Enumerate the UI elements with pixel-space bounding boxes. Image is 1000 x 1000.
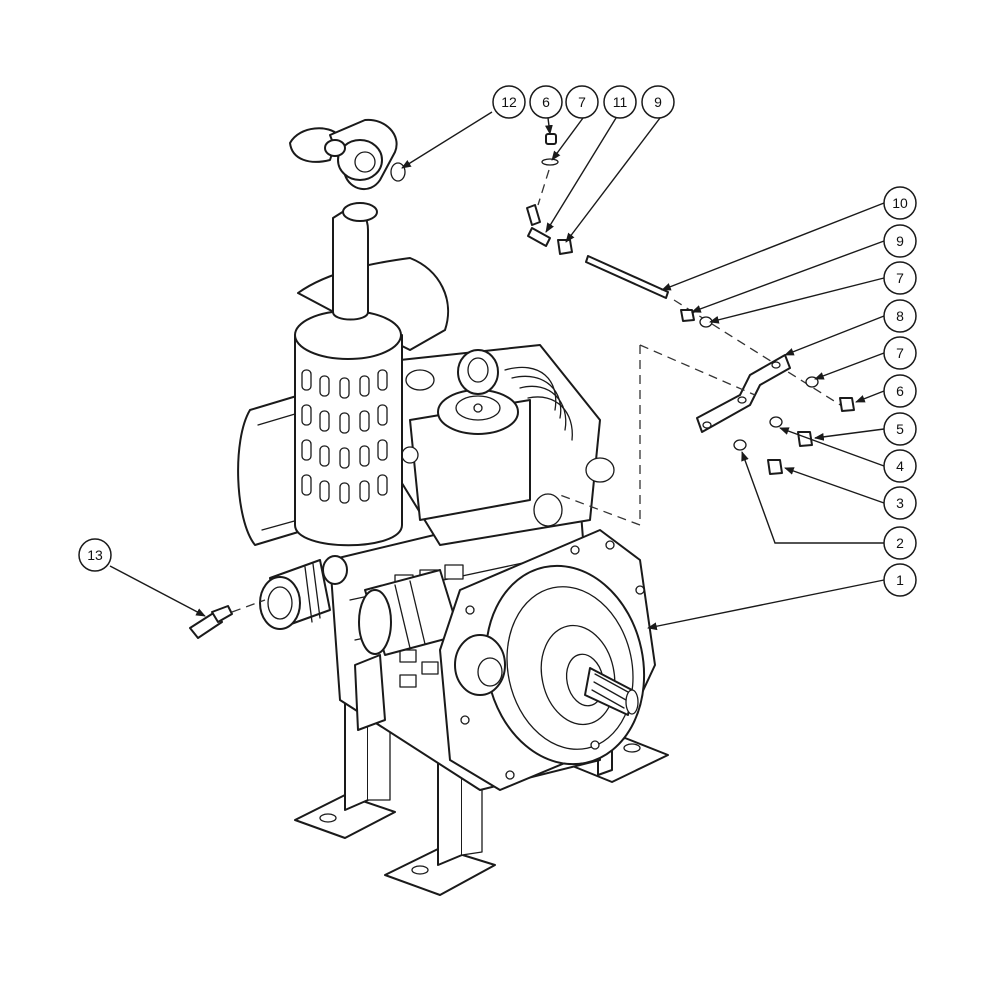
svg-text:7: 7 xyxy=(896,270,904,286)
sensor-sender xyxy=(189,599,266,639)
svg-text:5: 5 xyxy=(896,421,904,437)
svg-text:9: 9 xyxy=(896,233,904,249)
callout-12: 12 xyxy=(492,85,526,119)
callout-5: 5 xyxy=(883,412,917,446)
oil-filter xyxy=(259,555,348,630)
flywheel-housing xyxy=(439,529,656,791)
callout-11: 11 xyxy=(603,85,637,119)
bracket-fasteners xyxy=(733,416,813,475)
muffler-slots xyxy=(301,369,388,504)
cylinder-head xyxy=(399,344,615,546)
svg-text:12: 12 xyxy=(501,94,517,110)
callout-6-top: 6 xyxy=(529,85,563,119)
callout-9-right: 9 xyxy=(883,224,917,258)
callout-6-right: 6 xyxy=(883,374,917,408)
callout-3: 3 xyxy=(883,486,917,520)
svg-text:7: 7 xyxy=(896,345,904,361)
svg-text:2: 2 xyxy=(896,535,904,551)
callout-7-upper: 7 xyxy=(883,261,917,295)
fuel-fitting-parts xyxy=(526,133,573,255)
air-intake-assembly xyxy=(289,118,406,190)
svg-text:11: 11 xyxy=(613,94,628,110)
svg-text:8: 8 xyxy=(896,308,904,324)
svg-text:9: 9 xyxy=(654,94,662,110)
svg-text:13: 13 xyxy=(87,547,103,563)
bracket xyxy=(559,344,791,526)
callout-9-top: 9 xyxy=(641,85,675,119)
svg-text:4: 4 xyxy=(896,458,904,474)
callout-2: 2 xyxy=(883,526,917,560)
leader-lines xyxy=(109,111,885,631)
callout-1: 1 xyxy=(883,563,917,597)
svg-text:7: 7 xyxy=(578,94,586,110)
callout-13: 13 xyxy=(78,538,112,572)
rod-hardware xyxy=(585,255,855,412)
callout-8: 8 xyxy=(883,299,917,333)
svg-text:6: 6 xyxy=(542,94,550,110)
svg-text:6: 6 xyxy=(896,383,904,399)
muffler xyxy=(294,202,403,547)
callout-7-top: 7 xyxy=(565,85,599,119)
svg-text:1: 1 xyxy=(896,572,904,588)
callout-7-lower: 7 xyxy=(883,336,917,370)
svg-text:3: 3 xyxy=(896,495,904,511)
callout-4: 4 xyxy=(883,449,917,483)
callout-10: 10 xyxy=(883,186,917,220)
svg-text:10: 10 xyxy=(892,195,908,211)
starter-motor xyxy=(354,569,461,731)
